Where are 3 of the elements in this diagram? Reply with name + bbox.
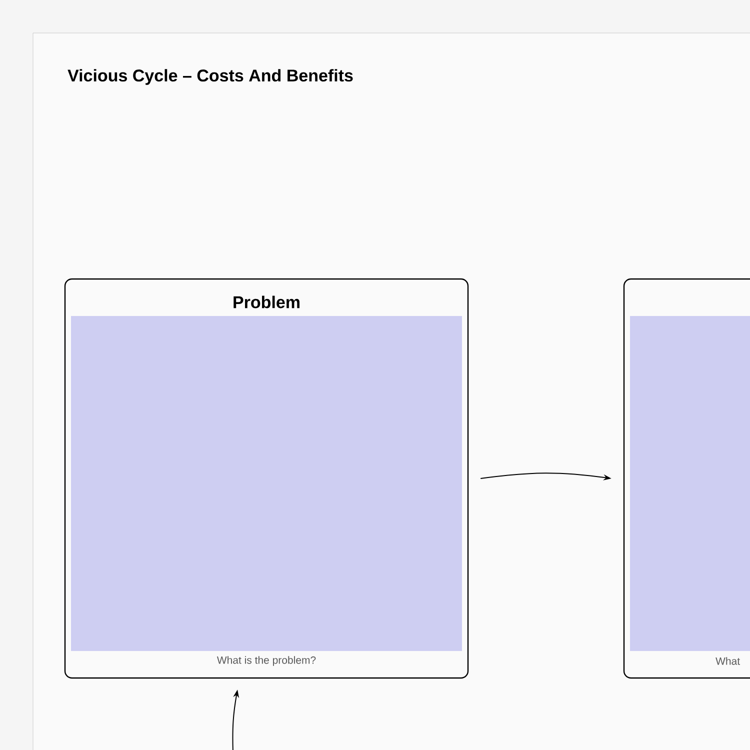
process-box: Problem What is the problem? [64, 278, 469, 679]
process-box: What [623, 278, 750, 679]
title: Vicious Cycle – Costs And Benefits [68, 69, 353, 85]
